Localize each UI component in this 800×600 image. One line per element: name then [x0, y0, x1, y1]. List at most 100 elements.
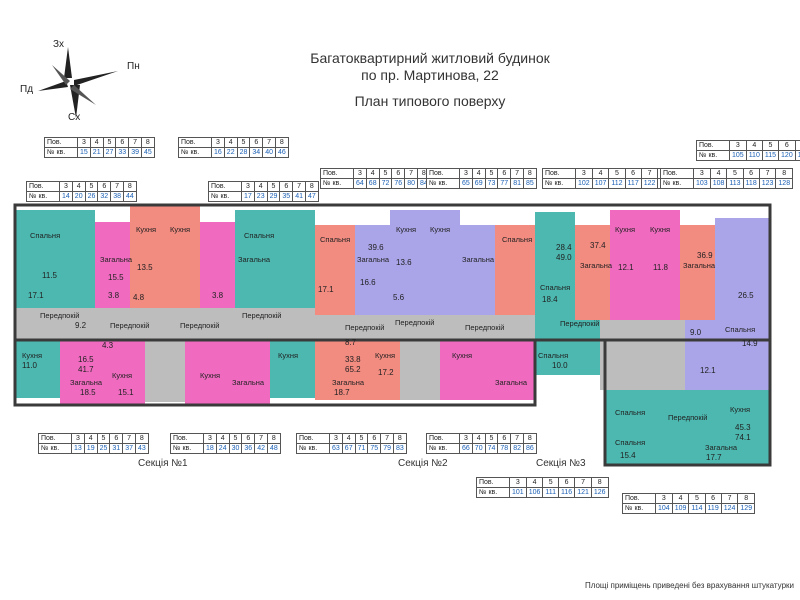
section-2-plan — [315, 210, 535, 400]
room-label: Кухня — [136, 225, 156, 234]
room — [95, 222, 130, 308]
room-label: Передпокій — [110, 321, 150, 330]
room-label: Передпокій — [242, 311, 282, 320]
room-label: Передпокій — [40, 311, 80, 320]
room-area: 8.7 — [345, 338, 357, 347]
room — [355, 225, 390, 315]
section-label-1: Секція №1 — [138, 458, 188, 469]
room-area: 17.1 — [28, 291, 44, 300]
room-label: Спальня — [615, 438, 645, 447]
room — [535, 320, 600, 375]
room-label: Спальня — [540, 283, 570, 292]
room — [165, 205, 200, 308]
room-area: 3.8 — [108, 291, 120, 300]
room-label: Спальня — [538, 351, 568, 360]
compass-west-label: Пд — [20, 84, 34, 95]
compass-south-label: Сх — [68, 112, 81, 123]
room-area: 10.0 — [552, 361, 568, 370]
room — [70, 210, 95, 308]
room-area: 17.2 — [378, 368, 394, 377]
room-area: 15.5 — [108, 273, 124, 282]
room-label: Спальня — [502, 235, 532, 244]
core — [145, 330, 185, 402]
room-area: 13.5 — [137, 263, 153, 272]
room-area: 26.5 — [738, 291, 754, 300]
room — [185, 340, 270, 405]
room-area: 9.0 — [690, 328, 702, 337]
room — [60, 340, 145, 405]
room-area: 12.1 — [700, 366, 716, 375]
room-label: Кухня — [170, 225, 190, 234]
room-area: 18.7 — [334, 388, 350, 397]
room-label: Передпокій — [180, 321, 220, 330]
room-label: Кухня — [278, 351, 298, 360]
room-area: 5.6 — [393, 293, 405, 302]
plan-title: План типового поверху — [354, 93, 506, 109]
room-area: 11.0 — [22, 361, 38, 370]
room — [15, 340, 60, 398]
room-label: Загальна — [238, 255, 271, 264]
room-area: 37.4 — [590, 241, 606, 250]
room-label: Загальна — [683, 261, 716, 270]
room-label: Кухня — [650, 225, 670, 234]
room-label: Кухня — [22, 351, 42, 360]
room-area: 18.4 — [542, 295, 558, 304]
room-label: Передпокій — [560, 319, 600, 328]
room-label: Спальня — [725, 325, 755, 334]
room-area: 17.7 — [706, 453, 722, 462]
room-label: Передпокій — [395, 318, 435, 327]
room-label: Спальня — [30, 231, 60, 240]
room-area: 16.6 — [360, 278, 376, 287]
room — [645, 210, 680, 320]
room-label: Загальна — [580, 261, 613, 270]
room — [390, 210, 425, 315]
room-area: 17.1 — [318, 285, 334, 294]
room — [715, 218, 770, 320]
room-label: Кухня — [200, 371, 220, 380]
room — [495, 225, 535, 315]
room-label: Загальна — [332, 378, 365, 387]
room-label: Загальна — [232, 378, 265, 387]
room — [685, 320, 770, 390]
room — [680, 225, 715, 320]
room-area: 41.7 — [78, 365, 94, 374]
room-area: 45.3 — [735, 423, 751, 432]
room — [675, 390, 770, 465]
room-area: 18.5 — [80, 388, 96, 397]
section-1-plan — [15, 205, 315, 405]
section-3-plan — [535, 210, 770, 465]
room — [315, 225, 355, 315]
building-title: Багатоквартирний житловий будинок — [310, 50, 550, 66]
room-area: 33.8 — [345, 355, 361, 364]
room — [575, 225, 610, 320]
room-area: 3.8 — [212, 291, 224, 300]
room-area: 36.9 — [697, 251, 713, 260]
footnote: Площі приміщень приведені без врахування… — [584, 581, 794, 590]
room — [15, 210, 70, 308]
room-area: 15.1 — [118, 388, 134, 397]
room — [610, 210, 645, 320]
room-label: Кухня — [396, 225, 416, 234]
section-label-3: Секція №3 — [536, 458, 586, 469]
room-label: Кухня — [730, 405, 750, 414]
room-label: Кухня — [430, 225, 450, 234]
room-label: Загальна — [495, 378, 528, 387]
room — [400, 340, 440, 400]
room-label: Спальня — [615, 408, 645, 417]
room-area: 28.4 — [556, 243, 572, 252]
room-label: Передпокій — [345, 323, 385, 332]
corridor — [315, 315, 535, 340]
room-area: 15.4 — [620, 451, 636, 460]
room-label: Передпокій — [465, 323, 505, 332]
